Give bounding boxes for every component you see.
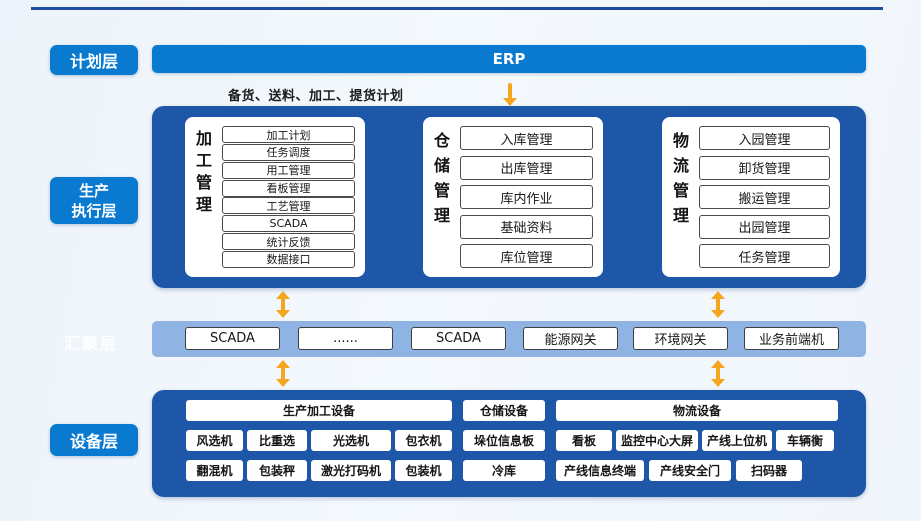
list-item: 垛位信息板	[463, 430, 545, 451]
layer-badge-device: 设备层	[50, 424, 138, 456]
device-row: 翻混机 包装秤 激光打码机 包装机	[186, 460, 452, 481]
list-item: 库内作业	[460, 185, 593, 209]
list-item: 冷库	[463, 460, 545, 481]
updown-arrow-icon	[275, 291, 291, 318]
list-item: 出园管理	[699, 214, 830, 239]
list-item: 任务调度	[222, 143, 355, 161]
list-item: 包装秤	[247, 460, 307, 481]
arrow-shaft	[281, 297, 285, 312]
module-item-list: 加工计划 任务调度 用工管理 看板管理 工艺管理 SCADA 统计反馈 数据接口	[222, 126, 355, 268]
device-panel: 生产加工设备 风选机 比重选 光选机 包衣机 翻混机 包装秤 激光打码机 包装机…	[152, 390, 866, 497]
list-item: 车辆衡	[776, 430, 834, 451]
module-item-list: 入园管理 卸货管理 搬运管理 出园管理 任务管理	[699, 126, 830, 268]
arrow-shaft	[716, 366, 720, 381]
list-item: 统计反馈	[222, 233, 355, 251]
list-item: 入园管理	[699, 126, 830, 150]
execution-label-line2: 执行层	[71, 201, 117, 220]
device-group-warehouse: 仓储设备 垛位信息板 冷库	[463, 400, 545, 481]
module-title-vertical: 仓储管理	[434, 131, 451, 225]
arrow-shaft	[508, 83, 512, 99]
list-item: 包装机	[395, 460, 452, 481]
arrow-head-up	[711, 360, 725, 368]
arrow-head-up	[711, 291, 725, 299]
convergence-band: SCADA ...... SCADA 能源网关 环境网关 业务前端机	[152, 321, 866, 357]
updown-arrow-icon	[710, 360, 726, 387]
list-item: 看板	[556, 430, 612, 451]
down-arrow-icon	[502, 83, 518, 106]
module-title-vertical: 物流管理	[673, 131, 690, 225]
arrow-head-down	[276, 310, 290, 318]
list-item: 扫码器	[736, 460, 802, 481]
list-item: 环境网关	[633, 327, 728, 350]
list-item: 出库管理	[460, 155, 593, 180]
module-item-list: 入库管理 出库管理 库内作业 基础资料 库位管理	[460, 126, 593, 268]
arrow-head-down	[711, 379, 725, 387]
module-title-vertical: 加工管理	[196, 129, 213, 214]
list-item: 任务管理	[699, 244, 830, 268]
device-row: 看板 监控中心大屏 产线上位机 车辆衡	[556, 430, 838, 451]
execution-label-line1: 生产	[78, 181, 109, 200]
list-item: 加工计划	[222, 126, 355, 143]
module-warehouse-management: 仓储管理 入库管理 出库管理 库内作业 基础资料 库位管理	[423, 117, 603, 277]
device-group-header: 仓储设备	[463, 400, 545, 421]
layer-badge-execution: 生产 执行层	[50, 177, 138, 224]
arrow-head-down	[276, 379, 290, 387]
erp-bar: ERP	[152, 45, 866, 73]
list-item: SCADA	[222, 215, 355, 233]
plan-flow-note: 备货、送料、加工、提货计划	[228, 89, 404, 104]
list-item: 卸货管理	[699, 155, 830, 180]
arrow-shaft	[716, 297, 720, 312]
list-item: 比重选	[247, 430, 307, 451]
list-item: 库位管理	[460, 244, 593, 268]
device-group-processing: 生产加工设备 风选机 比重选 光选机 包衣机 翻混机 包装秤 激光打码机 包装机	[186, 400, 452, 481]
updown-arrow-icon	[710, 291, 726, 318]
list-item: 业务前端机	[744, 327, 839, 350]
device-group-header: 生产加工设备	[186, 400, 452, 421]
list-item: 工艺管理	[222, 197, 355, 215]
device-row: 风选机 比重选 光选机 包衣机	[186, 430, 452, 451]
execution-panel: 加工管理 加工计划 任务调度 用工管理 看板管理 工艺管理 SCADA 统计反馈…	[152, 106, 866, 288]
arrow-head-down	[711, 310, 725, 318]
top-border-line	[31, 7, 883, 10]
list-item: ......	[298, 327, 393, 350]
list-item: 翻混机	[186, 460, 243, 481]
layer-label-convergence: 汇聚层	[64, 334, 119, 353]
list-item: 数据接口	[222, 250, 355, 268]
list-item: 用工管理	[222, 161, 355, 179]
arrow-shaft	[281, 366, 285, 381]
list-item: 激光打码机	[311, 460, 391, 481]
arrow-head	[503, 98, 517, 106]
list-item: 风选机	[186, 430, 243, 451]
module-processing-management: 加工管理 加工计划 任务调度 用工管理 看板管理 工艺管理 SCADA 统计反馈…	[185, 117, 365, 277]
list-item: SCADA	[411, 327, 506, 350]
device-row: 产线信息终端 产线安全门 扫码器	[556, 460, 838, 481]
list-item: 产线信息终端	[556, 460, 644, 481]
list-item: 产线安全门	[649, 460, 731, 481]
list-item: 看板管理	[222, 179, 355, 197]
list-item: 产线上位机	[702, 430, 772, 451]
list-item: 入库管理	[460, 126, 593, 150]
list-item: 包衣机	[395, 430, 452, 451]
updown-arrow-icon	[275, 360, 291, 387]
device-group-header: 物流设备	[556, 400, 838, 421]
arrow-head-up	[276, 291, 290, 299]
list-item: 监控中心大屏	[616, 430, 698, 451]
list-item: 能源网关	[523, 327, 618, 350]
module-logistics-management: 物流管理 入园管理 卸货管理 搬运管理 出园管理 任务管理	[662, 117, 840, 277]
list-item: 光选机	[311, 430, 391, 451]
list-item: SCADA	[185, 327, 280, 350]
arrow-head-up	[276, 360, 290, 368]
list-item: 搬运管理	[699, 185, 830, 209]
device-group-logistics: 物流设备 看板 监控中心大屏 产线上位机 车辆衡 产线信息终端 产线安全门 扫码…	[556, 400, 838, 481]
list-item: 基础资料	[460, 214, 593, 239]
layer-badge-planning: 计划层	[50, 45, 138, 75]
